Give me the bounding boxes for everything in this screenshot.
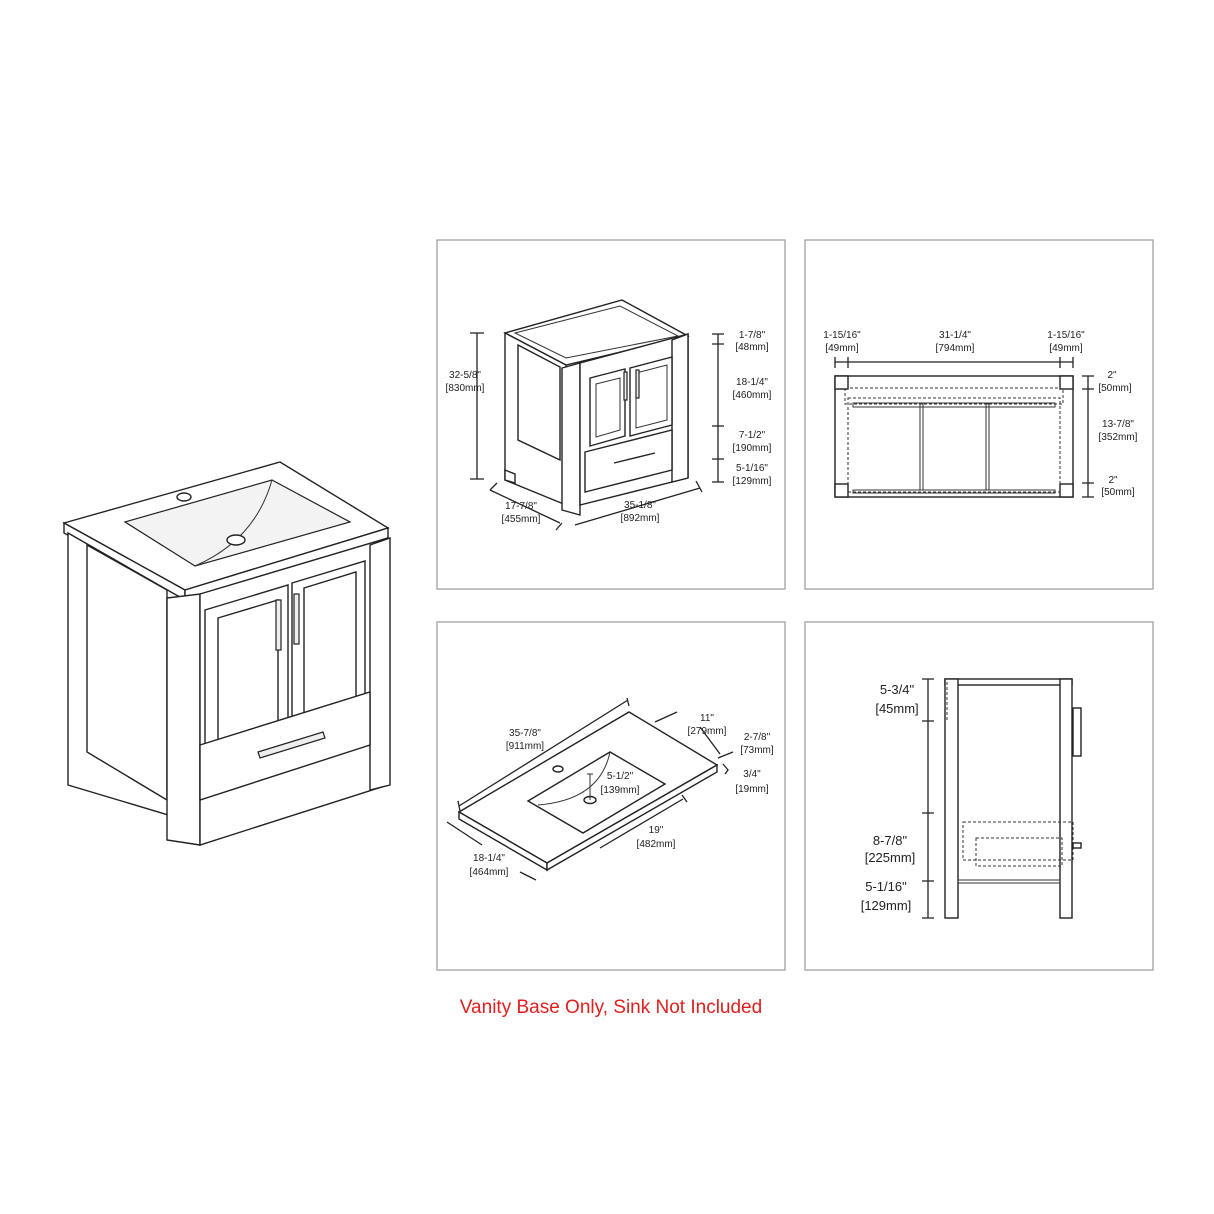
side-drawer-mm-label: [225mm] [865,850,916,865]
sink-thickness-mm-label: [19mm] [735,784,769,795]
sink-depth-label: 18-1/4" [473,853,505,864]
front-drawer-label: 7-1/2" [739,430,766,441]
front-door-mm-label: [460mm] [733,390,772,401]
sink-edge-label: 2-7/8" [744,732,771,743]
front-width-mm-label: [892mm] [621,513,660,524]
sink-bowl-width-label: 19" [649,825,664,836]
cabinet-side-view-drawing [944,678,1082,919]
front-height-label: 32-5/8" [449,370,481,381]
cabinet-top-view-drawing [834,375,1074,498]
top-right-post-label: 1-15/16" [1047,330,1085,341]
top-inner-depth-label: 13-7/8" [1102,419,1134,430]
sink-top-drawing [457,711,719,872]
sink-bowl-width-mm-label: [482mm] [637,839,676,850]
sink-edge-mm-label: [73mm] [740,745,774,756]
front-depth-label: 17-7/8" [505,501,537,512]
cabinet-front-drawing [503,299,690,516]
sink-bowl-offset-label: 11" [700,713,714,724]
disclaimer-caption: Vanity Base Only, Sink Not Included [459,997,763,1018]
front-door-label: 18-1/4" [736,377,768,388]
side-dimensions [922,678,934,919]
side-leg-mm-label: [129mm] [861,898,912,913]
bottom-rail-mm-label: [50mm] [1101,487,1135,498]
sink-bowl-depth-label: 5-1/2" [607,771,634,782]
top-rail-label: 2" [1107,370,1117,381]
front-leg-label: 5-1/16" [736,463,768,474]
front-top-rail-mm-label: [48mm] [735,342,769,353]
front-dimensions [470,332,724,531]
sink-dimensions [446,697,734,881]
sink-length-mm-label: [911mm] [506,741,544,752]
sink-bowl-offset-mm-label: [279mm] [688,726,727,737]
top-inner-depth-mm-label: [352mm] [1099,432,1138,443]
sink-bowl-depth-mm-label: [139mm] [601,785,640,796]
sink-depth-mm-label: [464mm] [470,867,509,878]
top-inner-width-mm-label: [794mm] [936,343,975,354]
top-right-post-mm-label: [49mm] [1049,343,1083,354]
front-drawer-mm-label: [190mm] [733,443,772,454]
side-top-mm-label: [45mm] [875,701,918,716]
sink-length-label: 35-7/8" [509,728,541,739]
front-width-label: 35-1/8" [624,500,656,511]
front-top-rail-label: 1-7/8" [739,330,766,341]
bottom-rail-label: 2" [1108,475,1118,486]
side-leg-label: 5-1/16" [865,879,907,894]
sink-thickness-label: 3/4" [743,769,761,780]
front-height-mm-label: [830mm] [446,383,485,394]
top-left-post-label: 1-15/16" [823,330,861,341]
top-view-dimensions [834,357,1094,498]
front-depth-mm-label: [455mm] [502,514,541,525]
top-inner-width-label: 31-1/4" [939,330,971,341]
vanity-with-sink-drawing [62,461,391,846]
front-leg-mm-label: [129mm] [733,476,772,487]
side-top-label: 5-3/4" [880,682,915,697]
side-drawer-label: 8-7/8" [873,833,908,848]
panel-side-view [804,621,1154,971]
top-rail-mm-label: [50mm] [1098,383,1132,394]
top-left-post-mm-label: [49mm] [825,343,859,354]
